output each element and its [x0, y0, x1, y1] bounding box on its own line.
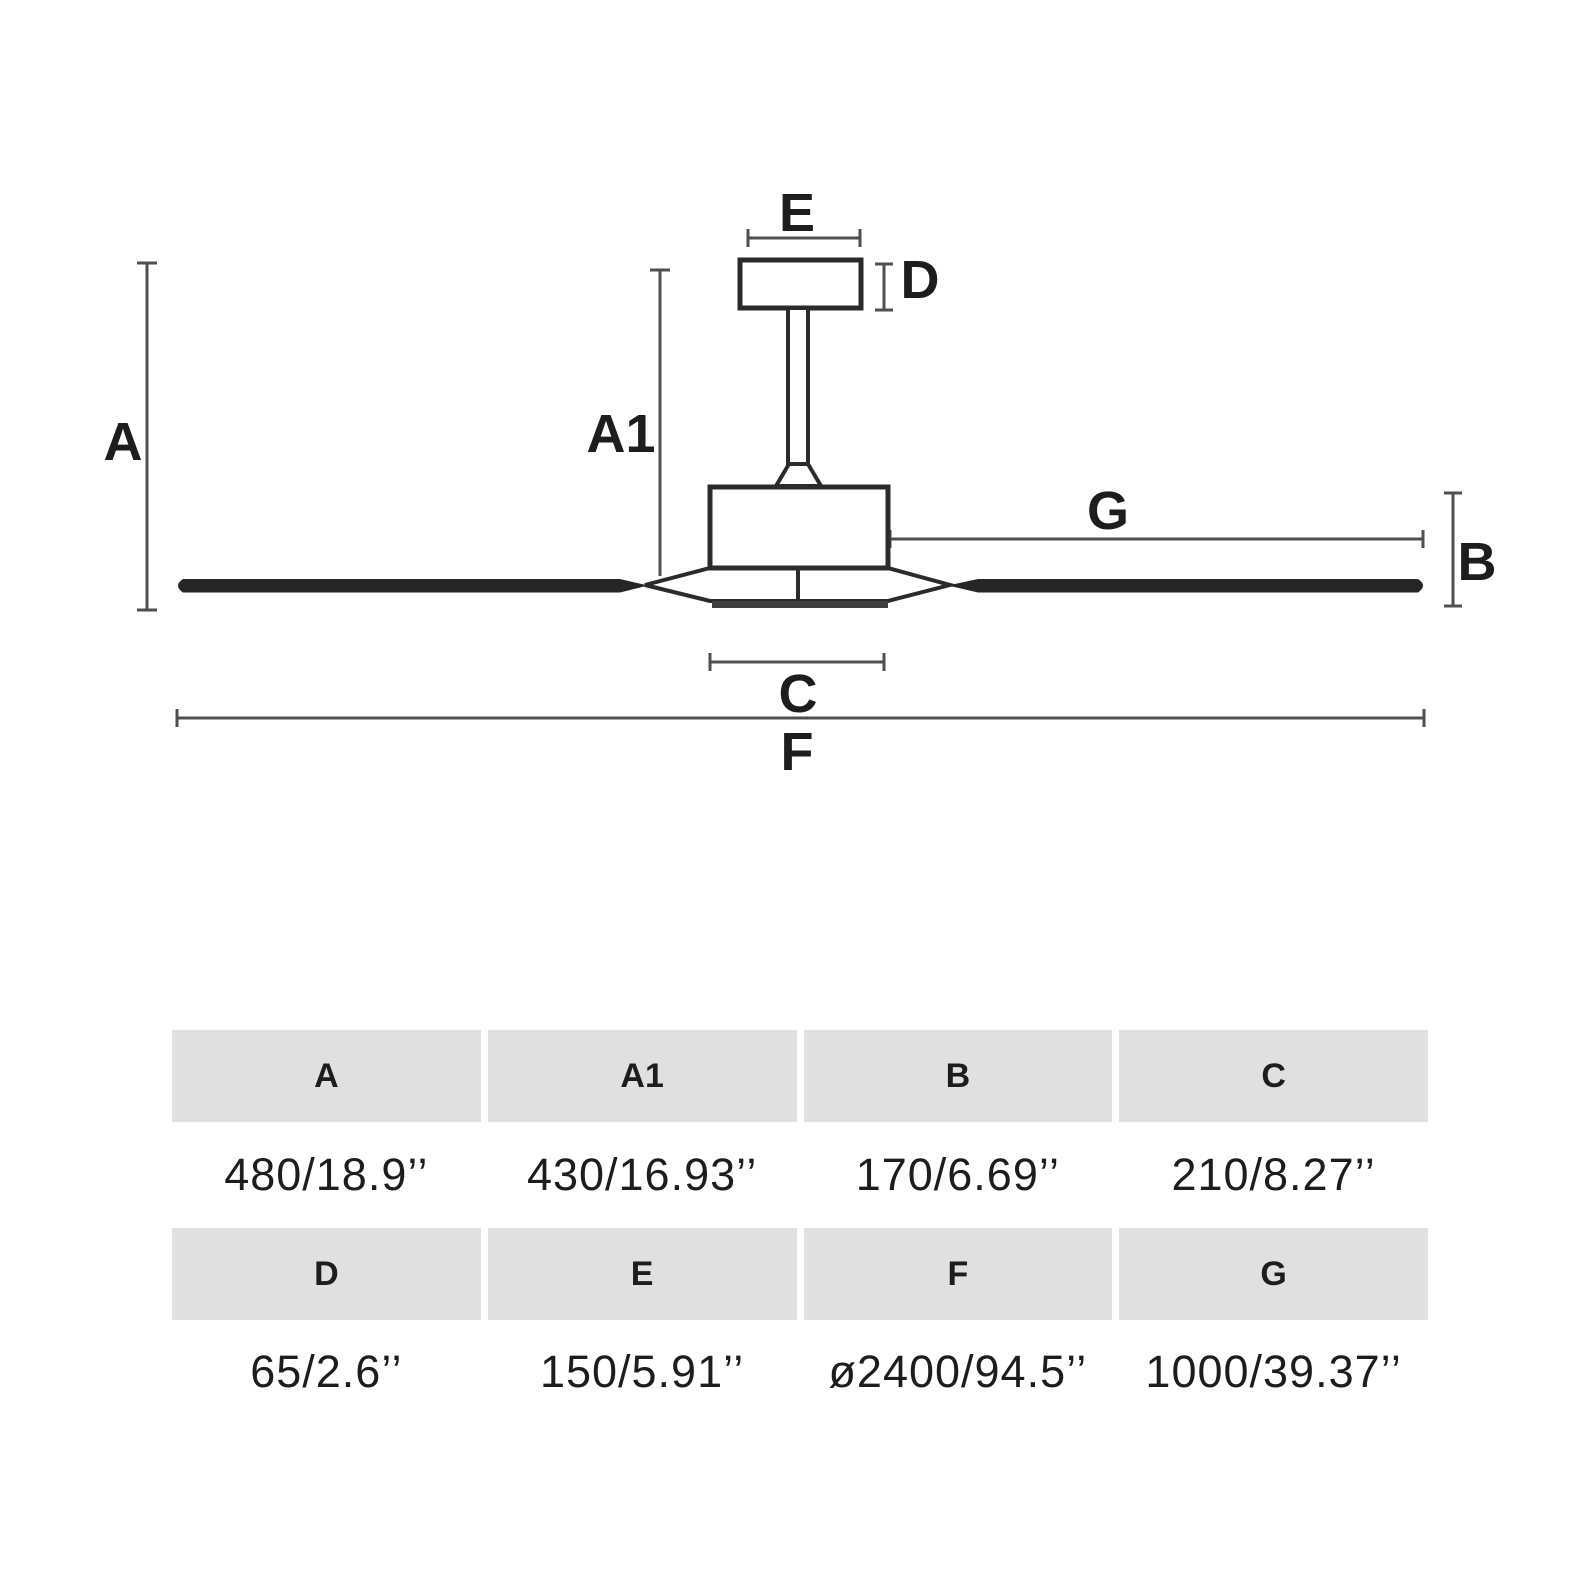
table-header-a: A — [172, 1030, 481, 1122]
table-value-row-2: 65/2.6’’ 150/5.91’’ ø2400/94.5’’ 1000/39… — [172, 1320, 1428, 1424]
dim-line-c — [708, 653, 886, 671]
table-header-f: F — [803, 1228, 1113, 1320]
canopy — [737, 257, 864, 311]
table-value-f: ø2400/94.5’’ — [803, 1320, 1113, 1424]
dim-label-g: G — [1087, 481, 1129, 541]
table-header-b: B — [803, 1030, 1113, 1122]
right-blade — [948, 579, 1423, 593]
dim-line-d — [875, 262, 893, 312]
table-value-row-1: 480/18.9’’ 430/16.93’’ 170/6.69’’ 210/8.… — [172, 1122, 1428, 1228]
table-value-c: 210/8.27’’ — [1119, 1122, 1428, 1228]
dim-label-e: E — [779, 183, 815, 243]
dim-label-a: A — [104, 412, 143, 472]
table-value-e: 150/5.91’’ — [487, 1320, 797, 1424]
table-header-row-2: D E F G — [172, 1228, 1428, 1320]
table-header-a1: A1 — [487, 1030, 797, 1122]
dim-label-c: C — [779, 664, 818, 724]
dim-line-g — [888, 530, 1425, 548]
table-header-e: E — [487, 1228, 797, 1320]
dim-line-f — [175, 709, 1426, 727]
dim-line-a — [137, 261, 157, 612]
downrod-flare — [772, 462, 825, 488]
dim-line-a1 — [650, 268, 670, 576]
fan-dimension-diagram: A A1 E D G B C F — [104, 183, 1497, 782]
table-header-row-1: A A1 B C — [172, 1030, 1428, 1122]
left-blade — [178, 579, 648, 593]
dim-label-a1: A1 — [586, 404, 655, 464]
dim-line-e — [746, 229, 862, 247]
dim-label-b: B — [1458, 532, 1497, 592]
fan-drawing — [178, 257, 1423, 608]
downrod — [786, 306, 810, 468]
table-value-g: 1000/39.37’’ — [1119, 1320, 1428, 1424]
dim-label-f: F — [781, 722, 814, 782]
table-value-a: 480/18.9’’ — [172, 1122, 481, 1228]
dim-line-b — [1444, 491, 1462, 608]
table-header-g: G — [1119, 1228, 1428, 1320]
table-header-d: D — [172, 1228, 481, 1320]
motor-body — [707, 484, 891, 571]
table-value-a1: 430/16.93’’ — [487, 1122, 797, 1228]
dimension-table: A A1 B C 480/18.9’’ 430/16.93’’ 170/6.69… — [172, 1030, 1428, 1424]
bottom-strip — [712, 601, 888, 608]
table-value-d: 65/2.6’’ — [172, 1320, 481, 1424]
table-value-b: 170/6.69’’ — [803, 1122, 1113, 1228]
dim-label-d: D — [901, 250, 940, 310]
table-header-c: C — [1119, 1030, 1428, 1122]
